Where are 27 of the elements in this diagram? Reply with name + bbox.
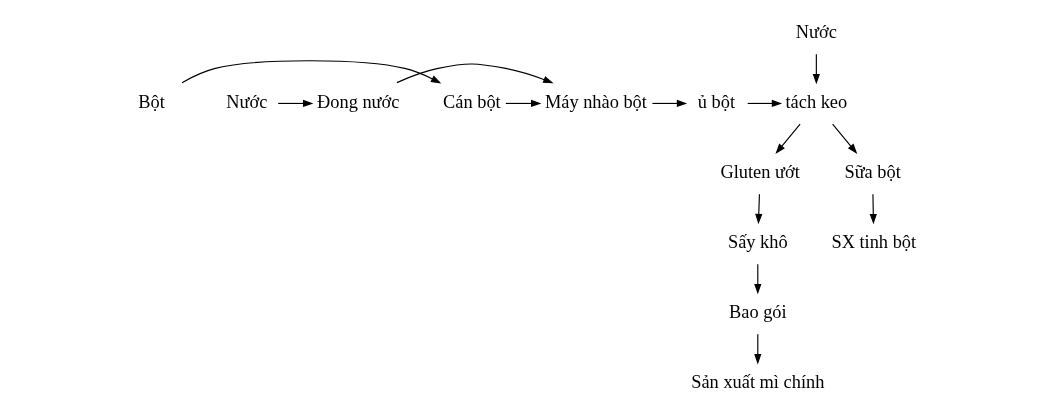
- arrow: [775, 123, 801, 154]
- arrow: [747, 99, 783, 108]
- node-text: Bao gói: [728, 301, 787, 322]
- node-text: Nước: [795, 21, 837, 42]
- node-text: Cán bột: [443, 91, 501, 112]
- node-text: ủ bột: [697, 91, 736, 112]
- node-text: Đong nước: [317, 91, 400, 112]
- node-text: Bột: [138, 91, 165, 112]
- arrow: [812, 53, 820, 85]
- arrow: [754, 263, 762, 295]
- arrow: [832, 123, 858, 154]
- node-text: Sản xuất mì chính: [691, 371, 825, 392]
- arrow: [396, 63, 554, 84]
- arrow: [181, 60, 442, 84]
- arrow: [754, 333, 762, 365]
- node-text: Gluten ướt: [720, 161, 800, 182]
- node-text: Sữa bột: [844, 161, 901, 182]
- node-text: Nước: [226, 91, 268, 112]
- node-text: Máy nhào bột: [544, 91, 647, 112]
- arrow: [505, 99, 542, 108]
- arrow: [755, 193, 763, 225]
- node-text: Sấy khô: [727, 231, 788, 252]
- node-text: tách keo: [785, 91, 848, 112]
- node-text: SX tinh bột: [831, 231, 917, 252]
- arrow: [651, 99, 688, 108]
- arrow: [869, 193, 877, 225]
- arrow: [277, 99, 314, 108]
